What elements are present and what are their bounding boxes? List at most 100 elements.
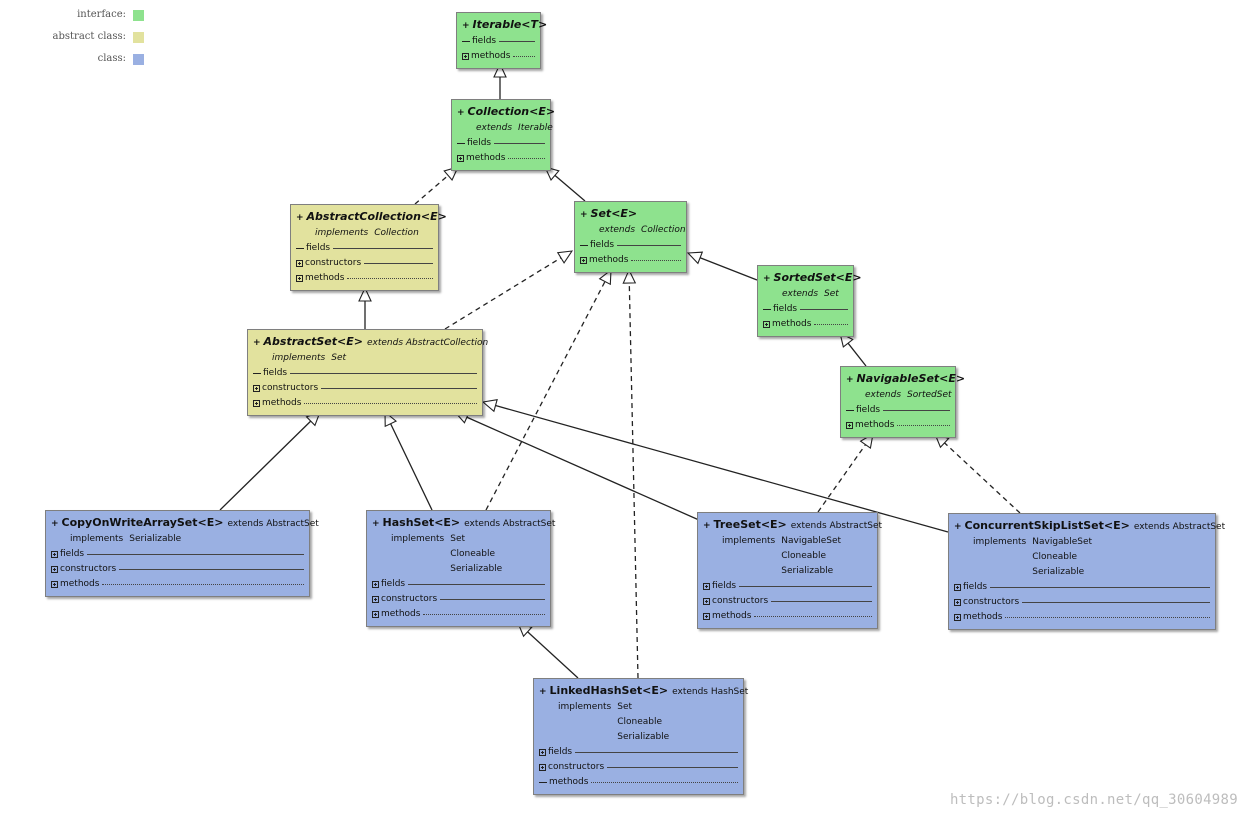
expand-plus-icon[interactable] [372,581,379,588]
relation-keyword: implements [722,536,776,546]
section-label: constructors [60,564,117,574]
expand-plus-icon[interactable] [372,611,379,618]
section-constructors[interactable]: constructors [51,562,304,577]
edge-line [628,282,639,679]
section-methods[interactable]: methods [954,610,1210,625]
section-methods[interactable]: methods [462,49,535,64]
dash-icon [296,248,304,249]
expand-plus-icon[interactable] [372,596,379,603]
edge-abstractcollection-to-collection [414,166,459,205]
visibility-marker: + [703,521,711,531]
expand-plus-icon[interactable] [954,599,961,606]
edge-line [495,404,949,533]
section-constructors[interactable]: constructors [954,595,1210,610]
dash-icon [580,245,588,246]
expand-plus-icon[interactable] [954,614,961,621]
section-constructors[interactable]: constructors [253,381,477,396]
section-methods[interactable]: methods [253,396,477,411]
expand-plus-icon[interactable] [253,385,260,392]
section-label: methods [549,777,589,787]
expand-plus-icon[interactable] [457,155,464,162]
relation-type: Iterable [518,123,553,133]
expand-plus-icon[interactable] [580,257,587,264]
relation-keyword: implements [315,228,369,238]
relation-keyword: implements [973,537,1027,547]
dash-icon [457,143,465,144]
section-rule [364,263,433,264]
relation-type: Serializable [129,534,182,544]
expand-plus-icon[interactable] [51,566,58,573]
node-header: +SortedSet<E> [763,270,862,287]
section-constructors[interactable]: constructors [539,760,738,775]
node-header: +LinkedHashSet<E>extends HashSet [539,683,748,700]
expand-plus-icon[interactable] [539,749,546,756]
visibility-marker: + [539,687,547,697]
expand-plus-icon[interactable] [296,275,303,282]
edge-concurrentskiplistset-to-navigableset [934,433,1021,514]
edge-line [817,444,867,513]
expand-plus-icon[interactable] [703,598,710,605]
node-extends: extends AbstractSet [1133,522,1226,532]
relation-type: Set [824,289,839,299]
expand-plus-icon[interactable] [253,400,260,407]
section-label: constructors [548,762,605,772]
expand-plus-icon[interactable] [51,551,58,558]
node-title: Iterable<T> [472,18,548,31]
section-methods[interactable]: methods [763,317,848,332]
expand-plus-icon[interactable] [296,260,303,267]
section-label: constructors [305,258,362,268]
section-constructors[interactable]: constructors [372,592,545,607]
section-fields[interactable]: fields [51,547,304,562]
expand-plus-icon[interactable] [763,321,770,328]
section-rule [102,584,304,585]
section-rule [440,599,545,600]
section-rule [494,143,545,144]
node-concurrentskiplistset[interactable]: +ConcurrentSkipListSet<E>extends Abstrac… [948,513,1225,630]
node-abstractset[interactable]: +AbstractSet<E>extends AbstractCollectio… [247,329,488,416]
section-fields[interactable]: fields [703,579,872,594]
relation-type: Collection [641,225,686,235]
section-methods[interactable]: methods [703,609,872,624]
section-methods[interactable]: methods [457,151,545,166]
expand-plus-icon[interactable] [51,581,58,588]
edge-collection-to-iterable [493,62,507,99]
section-rule [990,587,1210,588]
section-fields[interactable]: fields [954,580,1210,595]
section-methods[interactable]: methods [51,577,304,592]
section-fields[interactable]: fields [372,577,545,592]
edge-hashset-to-set [485,268,612,511]
expand-plus-icon[interactable] [539,764,546,771]
legend-item: abstract class: [14,31,144,45]
section-methods[interactable]: methods [296,271,433,286]
dash-icon [462,41,470,42]
section-methods[interactable]: methods [372,607,545,622]
section-constructors[interactable]: constructors [296,256,433,271]
expand-plus-icon[interactable] [462,53,469,60]
section-rule [883,410,950,411]
expand-plus-icon[interactable] [703,583,710,590]
expand-plus-icon[interactable] [954,584,961,591]
dash-icon [846,410,854,411]
section-rule [771,601,872,602]
section-methods[interactable]: methods [580,253,681,268]
section-constructors[interactable]: constructors [703,594,872,609]
section-fields[interactable]: fields [539,745,738,760]
node-title: Collection<E> [467,105,556,118]
expand-plus-icon[interactable] [846,422,853,429]
section-label: constructors [381,594,438,604]
section-methods[interactable]: methods [846,418,950,433]
expand-plus-icon[interactable] [703,613,710,620]
node-copyonwritearrayset[interactable]: +CopyOnWriteArraySet<E>extends AbstractS… [45,510,319,597]
node-header: +AbstractSet<E>extends AbstractCollectio… [253,334,488,351]
section-rule [321,388,477,389]
